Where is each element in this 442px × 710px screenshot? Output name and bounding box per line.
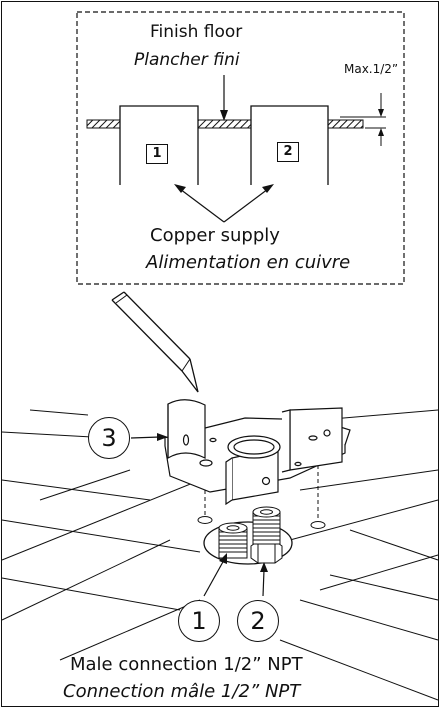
fitting-1 — [218, 522, 248, 559]
detail-box — [76, 11, 405, 285]
male-connection-label-fr: Connection mâle 1/2” NPT — [63, 681, 301, 702]
finish-floor-arrow — [220, 75, 228, 121]
finish-floor-label: Finish floor — [150, 22, 243, 42]
floor-tile-lines — [1, 409, 439, 701]
callout-3-arrow — [130, 433, 168, 441]
part-2-box-label: 2 — [277, 142, 299, 162]
part-1-box-label: 1 — [146, 144, 168, 164]
callout-2-arrow — [260, 562, 268, 597]
max-dimension-label: Max.1/2” — [344, 62, 399, 76]
male-connection-label: Male connection 1/2” NPT — [70, 654, 303, 675]
pencil-icon — [111, 291, 199, 393]
copper-pipes-section — [119, 105, 329, 185]
copper-supply-arrows — [174, 184, 274, 223]
mount-holes — [197, 516, 326, 529]
callout-3: 3 — [88, 417, 130, 459]
callout-2: 2 — [237, 600, 279, 642]
finish-floor-label-fr: Plancher fini — [134, 50, 240, 70]
finish-floor-section — [86, 119, 364, 129]
mounting-bracket — [164, 399, 351, 506]
copper-supply-label-fr: Alimentation en cuivre — [146, 252, 351, 273]
callout-1: 1 — [178, 600, 220, 642]
copper-supply-label: Copper supply — [150, 225, 280, 246]
callout-1-arrow — [203, 553, 227, 597]
fitting-2 — [250, 506, 283, 564]
max-dimension — [340, 93, 386, 146]
